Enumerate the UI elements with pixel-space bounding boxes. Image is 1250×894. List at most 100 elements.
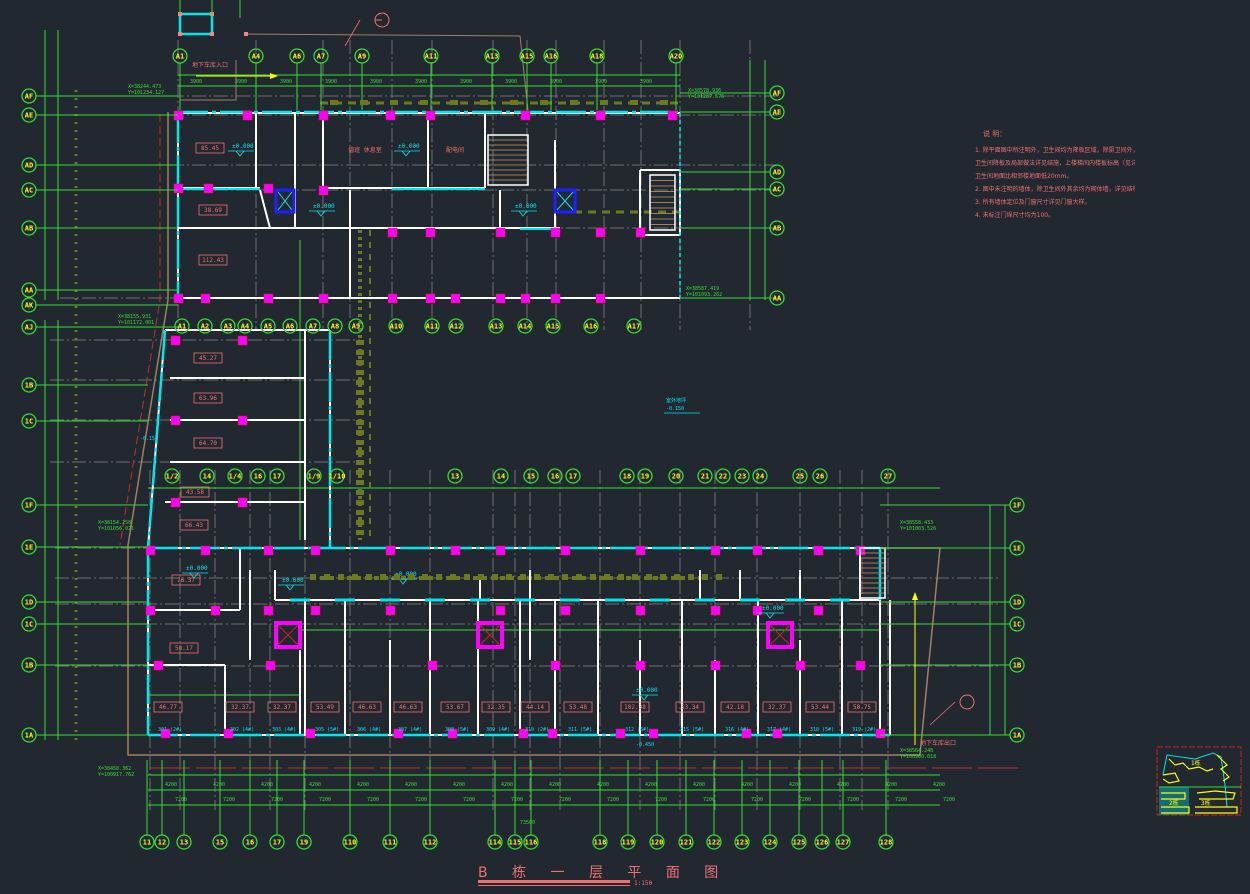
column — [813, 545, 824, 556]
level-marker — [511, 210, 537, 217]
axis-bubble — [220, 318, 236, 334]
axis-label: 1F — [1013, 502, 1021, 510]
key-plan-label: 1栋 — [1191, 759, 1201, 767]
column — [145, 605, 156, 616]
column — [242, 110, 253, 121]
outdoor-level: -0.150 — [666, 406, 684, 412]
axis-bubble — [21, 182, 37, 198]
fixture-mark — [436, 574, 442, 580]
garage-entry-label: 地下车库入口 — [192, 61, 228, 69]
fixture-mark — [492, 574, 498, 580]
axis-label: 17 — [569, 473, 577, 481]
axis-bubble — [21, 594, 37, 610]
room-label-box — [520, 701, 550, 713]
fixture-mark — [356, 410, 364, 415]
elevator-shaft — [766, 621, 794, 649]
dim-label: 3900 — [370, 79, 382, 85]
axis-bubble — [199, 468, 215, 484]
axis-bubble — [282, 318, 298, 334]
level-label: ±0.000 — [313, 203, 335, 210]
stair-outline — [487, 134, 529, 186]
axis-bubble — [523, 468, 539, 484]
room-label-box — [179, 519, 209, 531]
room-area-label: 102.38 — [624, 704, 646, 711]
axis-bubble — [620, 834, 636, 850]
stair-outline — [649, 174, 676, 231]
axis-bubble — [306, 468, 322, 484]
column — [520, 110, 531, 121]
elevator-cross — [277, 191, 293, 211]
axis-label: A12 — [450, 323, 463, 331]
axis-bubble — [269, 834, 285, 850]
column — [318, 110, 329, 121]
room-area-label: 63.96 — [199, 395, 217, 402]
axis-bubble — [1009, 727, 1025, 743]
dim-label: 4200 — [645, 782, 657, 788]
room-area-label: 64.70 — [199, 440, 217, 447]
column — [200, 293, 211, 304]
fixture-mark — [352, 574, 358, 580]
unit-label: 306 (4#) — [357, 727, 381, 733]
dim-label: 4200 — [213, 782, 225, 788]
axis-bubble — [21, 319, 37, 335]
axis-label: 1/2 — [166, 473, 179, 481]
coordinate-label: Y=101234.127 — [128, 90, 164, 96]
dim-label: 7200 — [751, 797, 763, 803]
axis-bubble — [880, 468, 896, 484]
dim-label: 4200 — [501, 782, 513, 788]
axis-bubble — [269, 468, 285, 484]
dim-label: 7200 — [943, 797, 955, 803]
room-label-box — [440, 701, 470, 713]
unit-label: 305 (5#) — [315, 727, 339, 733]
unit-label: 309 (4#) — [486, 727, 510, 733]
unit-label: 319 (2#) — [852, 727, 876, 733]
dim-label: 7200 — [367, 797, 379, 803]
axis-label: AB — [25, 225, 33, 233]
axis-label: 12 — [158, 839, 166, 847]
axis-label: A3 — [224, 323, 232, 331]
column — [310, 545, 321, 556]
axis-bubble — [197, 318, 213, 334]
axis-bubble — [139, 834, 155, 850]
room-area-label: 53.34 — [681, 704, 699, 711]
kiosk-corner — [244, 32, 248, 36]
dim-label: 3900 — [235, 79, 247, 85]
dim-label: 73500 — [520, 820, 535, 826]
column — [595, 110, 606, 121]
elevator-cross — [278, 625, 298, 645]
exit-arrowhead — [912, 592, 918, 600]
axis-bubble — [21, 297, 37, 313]
column — [495, 227, 506, 238]
axis-label: A11 — [425, 53, 438, 61]
axis-label: 1D — [1013, 599, 1021, 607]
axis-bubble — [313, 48, 329, 64]
axis-bubble — [493, 468, 509, 484]
dim-label: 4200 — [357, 782, 369, 788]
room-label-box — [169, 642, 199, 654]
fixture-mark — [660, 574, 666, 580]
axis-label: 1A — [1013, 732, 1022, 740]
axis-bubble — [835, 834, 851, 850]
room-label-box — [267, 701, 297, 713]
note-item: 3. 所有墙体定位及门窗尺寸详见门窗大样。 — [975, 199, 1091, 206]
axis-bubble — [422, 834, 438, 850]
column — [795, 660, 806, 671]
column — [752, 605, 763, 616]
unit-label: 315 (5#) — [680, 727, 704, 733]
axis-label: A13 — [486, 53, 499, 61]
fixture-mark — [660, 100, 668, 105]
column — [145, 545, 156, 556]
room-area-label: 32.37 — [768, 704, 786, 711]
unit-label: 318 (5#) — [810, 727, 834, 733]
fixture-mark — [422, 574, 428, 580]
axis-label: 1B — [1013, 662, 1021, 670]
column — [447, 728, 458, 739]
axis-bubble — [734, 834, 750, 850]
fixture-mark — [356, 480, 364, 485]
dim-label: 4200 — [789, 782, 801, 788]
axis-bubble — [678, 834, 694, 850]
axis-bubble — [237, 318, 253, 334]
room-area-label: 46.63 — [399, 704, 417, 711]
room-area-label: 44.14 — [526, 704, 544, 711]
axis-bubble — [21, 377, 37, 393]
